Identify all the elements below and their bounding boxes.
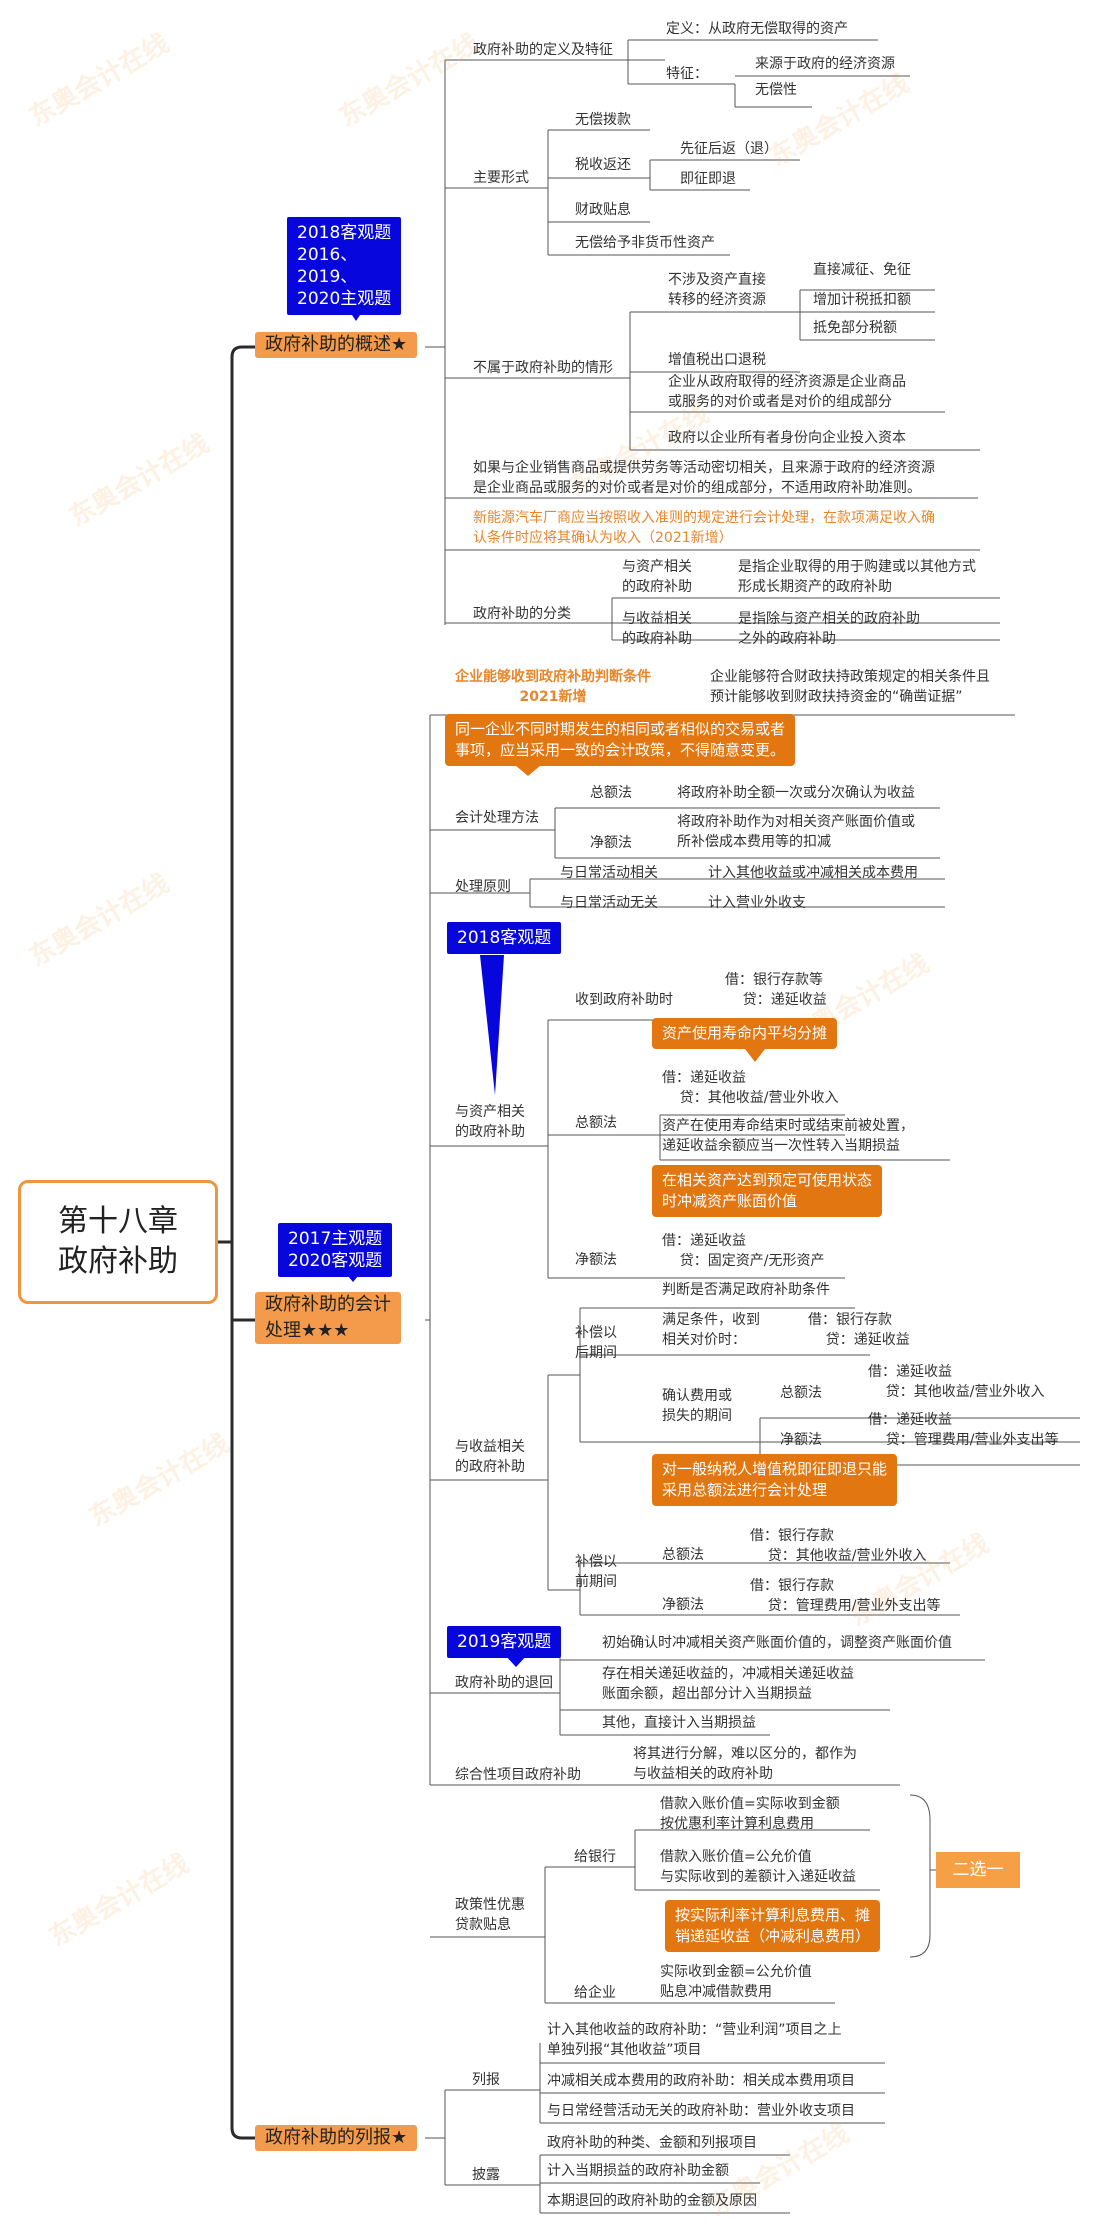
node-text: 净额法: [662, 1597, 704, 1613]
node-text: 定义：从政府无偿取得的资产: [666, 21, 848, 37]
node-text: 实际收到金额=公允价值 贴息冲减借款费用: [660, 1964, 812, 2000]
node-text: 计入其他收益或冲减相关成本费用: [708, 865, 918, 881]
exam-badge: 2018客观题: [447, 922, 562, 954]
node-text: 即征即退: [680, 171, 736, 187]
branch-accounting: 政府补助的会计 处理★★★: [255, 1292, 401, 1344]
node-text: 税收返还: [575, 157, 631, 173]
node-definition: 政府补助的定义及特征: [473, 42, 613, 58]
node-text: 净额法: [590, 835, 632, 851]
node-text: 本期退回的政府补助的金额及原因: [547, 2193, 757, 2209]
node-income-related: 与收益相关 的政府补助: [455, 1439, 525, 1475]
node-text: 补偿以 前期间: [575, 1554, 617, 1590]
node-text: 其他，直接计入当期损益: [602, 1715, 756, 1731]
node-text: 政府以企业所有者身份向企业投入资本: [668, 430, 906, 446]
node-text: 总额法: [780, 1385, 822, 1401]
branch-report: 政府补助的列报★: [255, 2125, 418, 2151]
node-text: 借：银行存款等 贷：递延收益: [725, 972, 827, 1008]
node-text: 不涉及资产直接 转移的经济资源: [668, 272, 766, 308]
node-loan: 政策性优惠 贷款贴息: [455, 1897, 525, 1933]
node-text: 存在相关递延收益的，冲减相关递延收益 账面余额，超出部分计入当期损益: [602, 1666, 854, 1702]
node-not-subsidy: 不属于政府补助的情形: [473, 360, 613, 376]
node-refund: 政府补助的退回: [455, 1675, 553, 1691]
root-title-line1: 第十八章: [58, 1204, 178, 1239]
node-text: 无偿拨款: [575, 112, 631, 128]
node-text: 借：递延收益 贷：其他收益/营业外收入: [662, 1070, 839, 1106]
node-text: 是指除与资产相关的政府补助 之外的政府补助: [738, 611, 920, 647]
node-forms: 主要形式: [473, 170, 529, 186]
node-text: 增值税出口退税: [668, 352, 766, 368]
node-text: 收到政府补助时: [575, 992, 673, 1008]
node-text: 借款入账价值=公允价值 与实际收到的差额计入递延收益: [660, 1849, 856, 1885]
node-text: 计入营业外收支: [708, 895, 806, 911]
node-text: 将政府补助作为对相关资产账面价值或 所补偿成本费用等的扣减: [677, 814, 915, 850]
node-text: 总额法: [662, 1547, 704, 1563]
node-text: 无偿给予非货币性资产: [575, 235, 715, 251]
node-text: 补偿以 后期间: [575, 1325, 617, 1361]
exam-badge: 2017主观题 2020客观题: [278, 1223, 393, 1277]
node-text: 财政贴息: [575, 202, 631, 218]
callout-note: 按实际利率计算利息费用、摊 销递延收益（冲减利息费用）: [665, 1900, 881, 1952]
node-text: 净额法: [575, 1252, 617, 1268]
node-text: 借：递延收益 贷：固定资产/无形资产: [662, 1233, 825, 1269]
exam-badge: 2019客观题: [447, 1626, 562, 1658]
node-text: 与收益相关 的政府补助: [622, 611, 692, 647]
node-text: 总额法: [575, 1115, 617, 1131]
node-text: 给银行: [574, 1849, 616, 1865]
node-text: 计入其他收益的政府补助：“营业利润”项目之上 单独列报“其他收益”项目: [547, 2022, 842, 2058]
node-text: 计入当期损益的政府补助金额: [547, 2163, 729, 2179]
node-text: 借：银行存款 贷：管理费用/营业外支出等: [750, 1578, 941, 1614]
node-text: 无偿性: [755, 82, 797, 98]
node-text: 判断是否满足政府补助条件: [662, 1282, 830, 1298]
node-method: 会计处理方法: [455, 810, 539, 826]
root-title-line2: 政府补助: [58, 1244, 178, 1279]
node-text: 借款入账价值=实际收到金额 按优惠利率计算利息费用: [660, 1796, 840, 1832]
node-text: 确认费用或 损失的期间: [662, 1388, 732, 1424]
node-text: 直接减征、免征: [813, 262, 911, 278]
choose-one-tag: 二选一: [936, 1852, 1020, 1888]
callout-note: 在相关资产达到预定可使用状态 时冲减资产账面价值: [652, 1165, 883, 1217]
node-text: 与日常经营活动无关的政府补助：营业外收支项目: [547, 2103, 855, 2119]
node-new-energy: 新能源汽车厂商应当按照收入准则的规定进行会计处理，在款项满足收入确 认条件时应将…: [473, 510, 935, 546]
node-feature: 特征：: [666, 66, 708, 82]
node-text: 将其进行分解，难以区分的，都作为 与收益相关的政府补助: [633, 1746, 857, 1782]
node-text: 冲减相关成本费用的政府补助：相关成本费用项目: [547, 2073, 855, 2089]
callout-note: 同一企业不同时期发生的相同或者相似的交易或者 事项，应当采用一致的会计政策，不得…: [445, 714, 796, 766]
node-text: 如果与企业销售商品或提供劳务等活动密切相关，且来源于政府的经济资源 是企业商品或…: [473, 460, 935, 496]
node-text: 与资产相关 的政府补助: [622, 559, 692, 595]
callout-note: 资产使用寿命内平均分摊: [652, 1018, 838, 1049]
node-text: 企业能够符合财政扶持政策规定的相关条件且 预计能够收到财政扶持资金的“确凿证据”: [710, 669, 990, 705]
node-condition: 企业能够收到政府补助判断条件 2021新增: [455, 669, 651, 705]
node-text: 政府补助的种类、金额和列报项目: [547, 2135, 757, 2151]
node-text: 借：递延收益 贷：其他收益/营业外收入: [868, 1364, 1045, 1400]
node-mixed: 综合性项目政府补助: [455, 1767, 581, 1783]
node-text: 先征后返（退）: [680, 141, 778, 157]
node-text: 来源于政府的经济资源: [755, 56, 895, 72]
node-text: 资产在使用寿命结束时或结束前被处置， 递延收益余额应当一次性转入当期损益: [662, 1118, 914, 1154]
node-text: 是指企业取得的用于购建或以其他方式 形成长期资产的政府补助: [738, 559, 976, 595]
exam-badge: 2018客观题 2016、 2019、 2020主观题: [287, 217, 402, 315]
node-text: 净额法: [780, 1432, 822, 1448]
node-asset-related: 与资产相关 的政府补助: [455, 1104, 525, 1140]
root-node: 第十八章 政府补助: [18, 1180, 218, 1304]
node-text: 借：银行存款 贷：其他收益/营业外收入: [750, 1528, 927, 1564]
node-classify: 政府补助的分类: [473, 606, 571, 622]
branch-overview: 政府补助的概述★: [255, 332, 418, 358]
node-text: 与日常活动相关: [560, 865, 658, 881]
node-disclose: 披露: [472, 2167, 500, 2183]
node-text: 初始确认时冲减相关资产账面价值的，调整资产账面价值: [602, 1635, 952, 1651]
node-text: 总额法: [590, 785, 632, 801]
node-text: 给企业: [574, 1985, 616, 2001]
node-text: 企业从政府取得的经济资源是企业商品 或服务的对价或者是对价的组成部分: [668, 374, 906, 410]
node-text: 抵免部分税额: [813, 320, 897, 336]
node-text: 与日常活动无关: [560, 895, 658, 911]
node-text: 将政府补助全额一次或分次确认为收益: [677, 785, 915, 801]
node-text: 满足条件，收到 相关对价时：: [662, 1312, 760, 1348]
callout-note: 对一般纳税人增值税即征即退只能 采用总额法进行会计处理: [652, 1454, 898, 1506]
node-text: 借：银行存款 贷：递延收益: [808, 1312, 910, 1348]
node-list: 列报: [472, 2072, 500, 2088]
node-text: 增加计税抵扣额: [813, 292, 911, 308]
node-principle: 处理原则: [455, 879, 511, 895]
node-text: 借：递延收益 贷：管理费用/营业外支出等: [868, 1412, 1059, 1448]
